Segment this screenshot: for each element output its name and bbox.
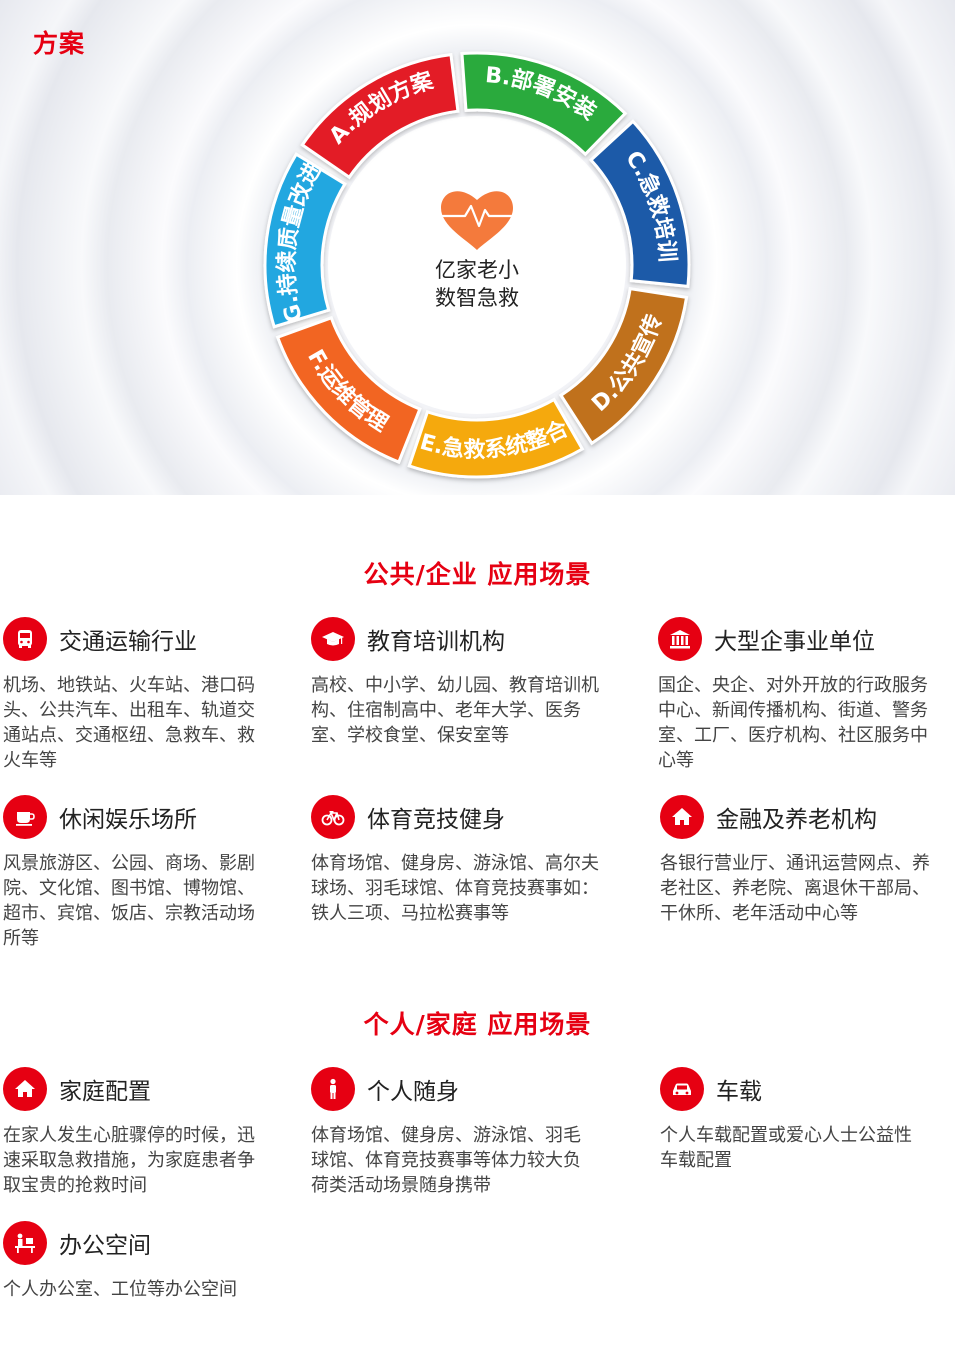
scene-card: 办公空间 个人办公室、工位等办公空间 (3, 1221, 293, 1302)
scene-title: 金融及养老机构 (716, 807, 877, 833)
scene-title: 车载 (716, 1079, 762, 1105)
scene-card: 休闲娱乐场所 风景旅游区、公园、商场、影剧院、文化馆、图书馆、博物馆、超市、宾馆… (3, 795, 293, 951)
ring-segment: G.持续质量改进 (263, 152, 347, 329)
scene-card: 交通运输行业 机场、地铁站、火车站、港口码头、公共汽车、出租车、轨道交通站点、交… (3, 617, 293, 773)
ring-segment: E.急救系统整合 (407, 397, 585, 479)
scene-card: 家庭配置 在家人发生心脏骤停的时候，迅速采取急救措施，为家庭患者争取宝贵的抢救时… (3, 1067, 293, 1198)
scene-title: 办公空间 (59, 1233, 151, 1259)
scene-desc: 高校、中小学、幼儿园、教育培训机构、住宿制高中、老年大学、医务室、学校食堂、保安… (311, 675, 599, 746)
car-icon (660, 1067, 704, 1111)
scene-card: 体育竞技健身 体育场馆、健身房、游泳馆、高尔夫球场、羽毛球馆、体育竞技赛事如：铁… (311, 795, 601, 926)
scene-card: 个人随身 体育场馆、健身房、游泳馆、羽毛球馆、体育竞技赛事等体力较大负荷类活动场… (311, 1067, 601, 1198)
scene-title: 个人随身 (367, 1079, 459, 1105)
scene-desc: 体育场馆、健身房、游泳馆、羽毛球馆、体育竞技赛事等体力较大负荷类活动场景随身携带 (311, 1125, 581, 1196)
office-desk-icon (3, 1221, 47, 1265)
scene-card: 教育培训机构 高校、中小学、幼儿园、教育培训机构、住宿制高中、老年大学、医务室、… (311, 617, 601, 748)
scene-card: 车载 个人车载配置或爱心人士公益性车载配置 (660, 1067, 950, 1173)
bus-icon (3, 617, 47, 661)
scene-desc: 体育场馆、健身房、游泳馆、高尔夫球场、羽毛球馆、体育竞技赛事如：铁人三项、马拉松… (311, 853, 599, 924)
scene-desc: 个人车载配置或爱心人士公益性车载配置 (660, 1125, 912, 1171)
scene-card: 大型企事业单位 国企、央企、对外开放的行政服务中心、新闻传播机构、街道、警务室、… (658, 617, 948, 773)
center-line1: 亿家老小 (435, 258, 519, 282)
scene-desc: 在家人发生心脏骤停的时候，迅速采取急救措施，为家庭患者争取宝贵的抢救时间 (3, 1125, 255, 1196)
center-line2: 数智急救 (435, 286, 519, 310)
home-icon (660, 795, 704, 839)
center-label: 亿家老小 数智急救 (397, 256, 557, 312)
heartbeat-heart-icon (437, 191, 517, 250)
scene-title: 家庭配置 (59, 1079, 151, 1105)
scene-desc: 个人办公室、工位等办公空间 (3, 1279, 237, 1300)
scene-desc: 机场、地铁站、火车站、港口码头、公共汽车、出租车、轨道交通站点、交通枢纽、急救车… (3, 675, 255, 771)
public-section-title: 公共/企业 应用场景 (363, 560, 592, 589)
scene-title: 大型企事业单位 (714, 629, 875, 655)
scene-card: 金融及养老机构 各银行营业厅、通讯运营网点、养老社区、养老院、离退休干部局、干休… (660, 795, 950, 926)
bicycle-icon (311, 795, 355, 839)
scene-desc: 国企、央企、对外开放的行政服务中心、新闻传播机构、街道、警务室、工厂、医疗机构、… (658, 675, 928, 771)
scene-title: 休闲娱乐场所 (59, 807, 197, 833)
person-icon (311, 1067, 355, 1111)
home-icon (3, 1067, 47, 1111)
graduation-cap-icon (311, 617, 355, 661)
center-disc (328, 116, 626, 414)
scene-desc: 各银行营业厅、通讯运营网点、养老社区、养老院、离退休干部局、干休所、老年活动中心… (660, 853, 930, 924)
scene-desc: 风景旅游区、公园、商场、影剧院、文化馆、图书馆、博物馆、超市、宾馆、饭店、宗教活… (3, 853, 255, 949)
coffee-cup-icon (3, 795, 47, 839)
hero-title: 方案 (33, 29, 86, 58)
personal-section-title: 个人/家庭 应用场景 (363, 1010, 592, 1039)
scene-title: 交通运输行业 (59, 629, 197, 655)
scene-title: 体育竞技健身 (367, 807, 505, 833)
scene-title: 教育培训机构 (367, 629, 505, 655)
government-building-icon (658, 617, 702, 661)
